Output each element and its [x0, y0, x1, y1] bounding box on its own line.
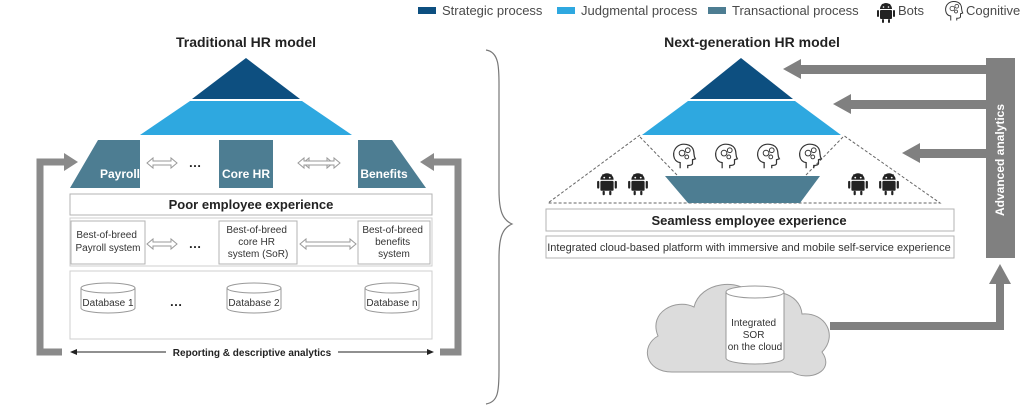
- poor-experience-bar: [69, 193, 433, 216]
- legend-swatch-judgmental: [557, 7, 575, 14]
- platform-label: Integrated cloud-based platform with imm…: [547, 242, 951, 254]
- legend-label-judgmental: Judgmental process: [581, 3, 698, 18]
- cloud-to-analytics-arrow: [830, 264, 1011, 330]
- right-feedback-arrow: [420, 153, 462, 356]
- legend-swatch-strategic: [418, 7, 436, 14]
- ng-strategic-tier: [690, 58, 793, 99]
- legend: Strategic process Judgmental process Tra…: [418, 1, 1020, 24]
- ellipsis-db: …: [170, 294, 183, 309]
- seamless-experience-bar: [545, 208, 955, 232]
- advanced-analytics-arrows: [783, 58, 1015, 258]
- database-1-label: Database 1: [82, 298, 134, 309]
- brain-gears-icon: [757, 143, 780, 169]
- payroll-label: Payroll: [100, 167, 140, 181]
- legend-swatch-transactional: [708, 7, 726, 14]
- cloud-database-icon: [725, 285, 785, 365]
- legend-label-cognitive: Cognitive: [966, 3, 1020, 18]
- traditional-title: Traditional HR model: [176, 34, 316, 50]
- android-icon: [878, 172, 900, 196]
- database-2-label: Database 2: [228, 298, 280, 309]
- benefits-label: Benefits: [360, 167, 408, 181]
- android-icon: [596, 172, 618, 196]
- brain-gears-icon: [945, 1, 964, 21]
- legend-label-strategic: Strategic process: [442, 3, 543, 18]
- database-n-label: Database n: [366, 298, 417, 309]
- long-double-arrow: [297, 156, 341, 170]
- payroll-system-label: Best-of-breed Payroll system: [75, 230, 140, 254]
- next-gen-title: Next-generation HR model: [664, 34, 840, 50]
- left-feedback-arrow: [36, 153, 78, 356]
- double-arrow: [146, 157, 178, 169]
- reporting-label: Reporting & descriptive analytics: [173, 348, 332, 359]
- brain-gears-icon: [799, 143, 822, 169]
- benefits-block: [358, 140, 426, 188]
- payroll-block: [70, 140, 140, 188]
- cloud-database-label: Integrated SOR on the cloud: [728, 318, 783, 353]
- legend-label-bots: Bots: [898, 3, 925, 18]
- traditional-hr-model: Traditional HR model Payroll Core HR Ben…: [36, 34, 462, 359]
- judgmental-tier: [140, 101, 352, 135]
- reporting-arrow: [70, 345, 434, 359]
- poor-experience-label: Poor employee experience: [169, 197, 334, 212]
- seamless-experience-label: Seamless employee experience: [651, 213, 846, 228]
- next-gen-hr-model: Next-generation HR model Seamless employ…: [545, 34, 1015, 377]
- core-hr-label: Core HR: [222, 167, 270, 181]
- brain-gears-icon: [673, 143, 696, 169]
- ellipsis-top: …: [189, 155, 202, 170]
- benefits-system-box: [357, 220, 431, 265]
- android-icon: [847, 172, 869, 196]
- brain-gears-icon: [715, 143, 738, 169]
- payroll-system-box: [70, 220, 146, 265]
- ng-judgmental-tier: [642, 101, 841, 135]
- platform-bar: [545, 235, 955, 259]
- brace-separator: [485, 49, 514, 405]
- ellipsis-systems: …: [189, 236, 202, 251]
- long-double-arrow: [299, 237, 357, 251]
- strategic-tier: [192, 58, 300, 99]
- core-hr-system-box: [218, 220, 298, 265]
- core-hr-system-label: Best-of-breed core HR system (SoR): [226, 225, 289, 260]
- android-icon: [876, 2, 896, 24]
- advanced-analytics-label: Advanced analytics: [993, 104, 1007, 216]
- ng-transactional-tier: [665, 176, 820, 203]
- benefits-system-label: Best-of-breed benefits system: [362, 225, 425, 260]
- android-icon: [627, 172, 649, 196]
- legend-label-transactional: Transactional process: [732, 3, 859, 18]
- core-hr-block: [219, 140, 273, 188]
